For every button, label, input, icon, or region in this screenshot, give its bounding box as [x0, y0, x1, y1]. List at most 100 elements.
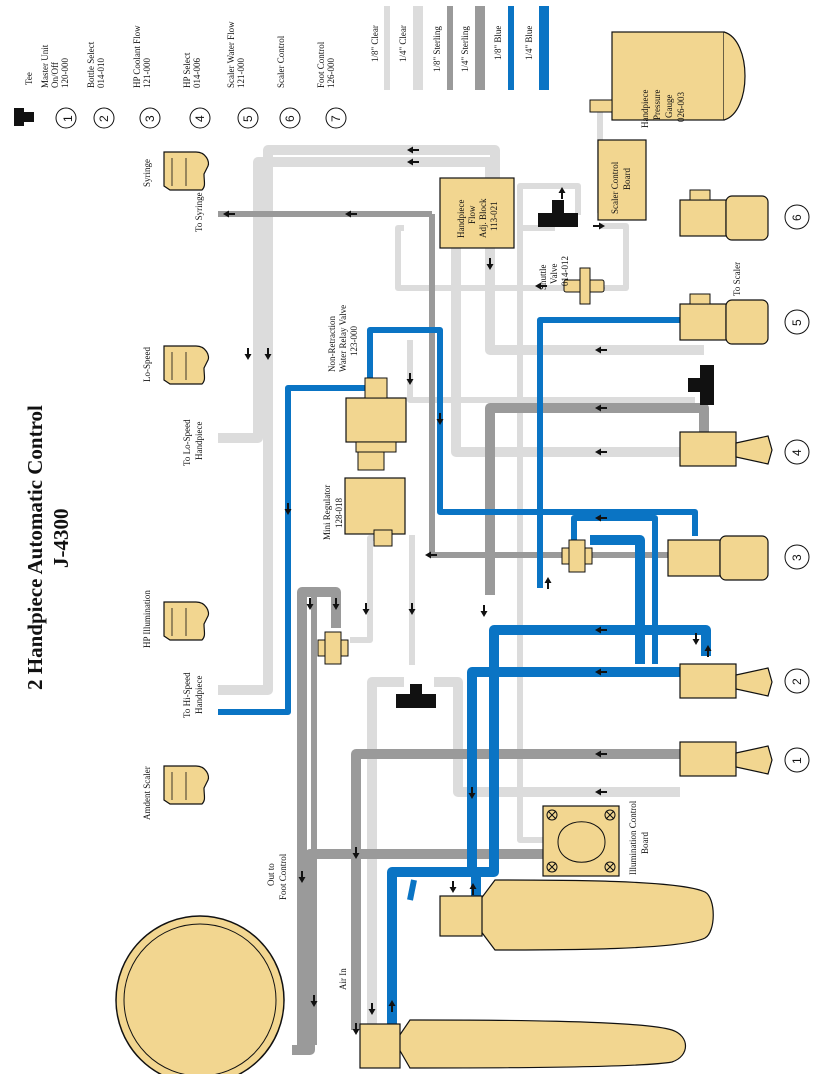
legend-badge-7: 7 — [329, 115, 343, 122]
legend-badges — [55, 107, 347, 129]
regulator-knob[interactable] — [357, 451, 385, 471]
legend-badge-3: 3 — [143, 115, 157, 122]
to-hi-label: To Hi-Speed — [182, 672, 192, 718]
flow-arrow-icon — [362, 603, 370, 615]
flow-arrow-icon — [352, 847, 360, 859]
valve-4[interactable] — [679, 431, 773, 467]
bottle-upper[interactable] — [479, 879, 714, 951]
relay-valve — [344, 377, 407, 547]
legend-tubing — [384, 6, 549, 90]
tees — [14, 108, 714, 708]
legend-item-label: HP Select — [182, 52, 192, 88]
water-bottles — [359, 879, 714, 1069]
legend-tee-label: Tee — [24, 72, 34, 85]
flow-arrow-icon — [595, 788, 607, 796]
legend-item-label: 014-010 — [96, 58, 106, 88]
holder-icon[interactable] — [163, 601, 210, 641]
gauge-label: 026-003 — [676, 92, 686, 122]
text-layer: 2 Handpiece Automatic Control J-4300 Tee… — [23, 21, 804, 990]
clear-eighth-tubing — [350, 108, 695, 843]
tee-icon — [14, 108, 34, 126]
flow-arrow-icon — [469, 883, 477, 895]
flow-arrow-icon — [425, 551, 437, 559]
scaler-board-body[interactable] — [597, 139, 647, 221]
gauge-label: Handpiece — [640, 90, 650, 128]
tubing-label: 1/4" Blue — [524, 26, 534, 60]
gauge-label: Gauge — [664, 95, 674, 119]
blue-eighth-tubing — [218, 317, 698, 901]
out-foot-label: Foot Control — [278, 853, 288, 900]
flow-adj-block — [439, 177, 515, 249]
valve-badge-1: 1 — [790, 757, 804, 764]
legend-badge-4: 4 — [193, 115, 207, 122]
flow-arrow-icon — [388, 1000, 396, 1012]
mini-regulator-body[interactable] — [344, 477, 406, 535]
clear-quarter-tubing — [218, 145, 704, 1030]
flow-arrow-icon — [244, 348, 252, 360]
flow-block-label: Flow — [467, 205, 477, 224]
valve-2[interactable] — [679, 663, 773, 699]
flow-arrow-icon — [480, 605, 488, 617]
flow-arrow-icon — [692, 633, 700, 645]
air-in-label: Air In — [338, 968, 348, 990]
valve-5[interactable] — [679, 293, 769, 345]
relay-label: 123-000 — [349, 326, 359, 356]
flow-block-label: Adj. Block — [478, 198, 488, 238]
shuttle-label: Shuttle — [538, 264, 548, 290]
flow-arrow-icon — [332, 598, 340, 610]
flow-arrow-icon — [595, 626, 607, 634]
legend-badge-2: 2 — [97, 115, 111, 122]
toggle-lever-icon[interactable] — [735, 745, 773, 775]
valve-badges — [784, 204, 810, 773]
flow-arrow-icon — [284, 503, 292, 515]
valve-1[interactable] — [679, 741, 773, 777]
illumination-board — [542, 805, 620, 877]
holder-icon[interactable] — [163, 151, 210, 191]
legend-item-label: HP Coolant Flow — [132, 25, 142, 88]
toggle-valves — [667, 189, 773, 777]
title-line1: 2 Handpiece Automatic Control — [23, 405, 47, 690]
legend-item-label: 014-006 — [192, 58, 202, 88]
tubing-label: 1/4" Clear — [398, 25, 408, 62]
title-line2: J-4300 — [49, 509, 73, 569]
flow-arrow-icon — [535, 282, 547, 290]
valve-3[interactable] — [667, 535, 769, 581]
flow-arrow-icon — [486, 258, 494, 270]
valve-badge-6: 6 — [790, 214, 804, 221]
flow-arrow-icon — [298, 871, 306, 883]
regulator-label: Mini Regulator — [322, 485, 332, 540]
crosses — [317, 539, 593, 665]
holder-icon[interactable] — [163, 345, 210, 385]
gauge-body[interactable] — [611, 31, 725, 121]
illumination-board-body[interactable] — [542, 805, 620, 877]
toggle-lever-icon[interactable] — [735, 435, 773, 465]
toggle-lever-icon[interactable] — [735, 667, 773, 697]
blue-quarter-tubing — [387, 535, 711, 1030]
shuttle-valve — [563, 267, 605, 305]
flow-arrow-icon — [306, 598, 314, 610]
legend-item-label: Scaler Water Flow — [226, 21, 236, 88]
legend-item-label: 120-000 — [60, 58, 70, 88]
scaler-control-board — [597, 139, 647, 221]
flow-block-label: 113-021 — [489, 201, 499, 231]
screw-icon — [546, 809, 616, 873]
valve-badge-5: 5 — [790, 319, 804, 326]
legend-badge-1: 1 — [61, 115, 75, 122]
flow-arrow-icon — [407, 146, 419, 154]
flow-arrow-icon — [408, 603, 416, 615]
legend-badge-5: 5 — [241, 115, 255, 122]
flow-block-body[interactable] — [439, 177, 515, 249]
lo-speed-label: Lo-Speed — [142, 347, 152, 382]
legend-item-label: Foot Control — [316, 41, 326, 88]
flow-arrow-icon — [558, 187, 566, 199]
to-scaler-label: To Scaler — [732, 262, 742, 296]
tubing-label: 1/8" Clear — [370, 25, 380, 62]
bottle-lower[interactable] — [394, 1019, 687, 1069]
valve-6[interactable] — [679, 189, 769, 241]
amdent-label: Amdent Scaler — [142, 766, 152, 820]
relay-valve-body[interactable] — [345, 397, 407, 443]
relay-label: Water Relay Valve — [338, 305, 348, 372]
foot-control-outer[interactable] — [115, 915, 285, 1074]
holder-icon[interactable] — [163, 765, 210, 805]
